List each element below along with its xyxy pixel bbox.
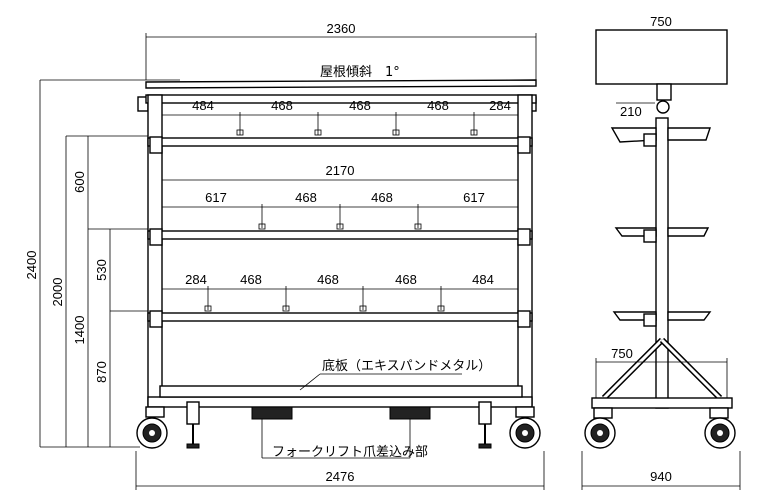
low-dim-4: 468 [395, 272, 417, 287]
dim-2000: 2000 [50, 278, 65, 307]
shelf-bar-top [147, 137, 533, 147]
mid-dim-3: 468 [371, 190, 393, 205]
low-dim-3: 468 [317, 272, 339, 287]
mid-dim-4: 617 [463, 190, 485, 205]
low-dim-1: 284 [185, 272, 207, 287]
top-dim-1: 484 [192, 98, 214, 113]
bottom-plate-note: 底板（エキスパンドメタル） [322, 358, 491, 374]
forklift-note: フォークリフト爪差込み部 [272, 445, 428, 460]
low-dim-5: 484 [472, 272, 494, 287]
side-left-caster [584, 407, 616, 449]
side-dim-210: 210 [620, 104, 642, 119]
side-base [591, 397, 733, 409]
dim-2400: 2400 [24, 251, 39, 280]
top-rail [145, 94, 537, 104]
side-roof-panel [595, 29, 728, 85]
right-caster [509, 406, 541, 449]
left-caster [136, 406, 168, 449]
roof-slope-label: 屋根傾斜 1° [320, 65, 400, 80]
top-dim-3: 468 [349, 98, 371, 113]
shelf-bar-lower [147, 312, 533, 322]
roof-panel [145, 79, 537, 89]
mid-dim-2: 468 [295, 190, 317, 205]
side-right-caster [704, 407, 736, 449]
dim-2476: 2476 [326, 469, 355, 484]
side-dim-750-legs: 750 [611, 346, 633, 361]
base-frame [147, 396, 533, 408]
dim-2170: 2170 [326, 163, 355, 178]
forklift-pocket-right [389, 406, 431, 420]
side-hook [656, 100, 670, 114]
low-dim-2: 468 [240, 272, 262, 287]
side-dim-750-top: 750 [650, 14, 672, 29]
top-dim-4: 468 [427, 98, 449, 113]
side-dim-940: 940 [650, 469, 672, 484]
dim-2360: 2360 [327, 21, 356, 36]
shelf-bar-middle [147, 230, 533, 240]
top-dim-5: 284 [489, 98, 511, 113]
side-mast [655, 117, 669, 409]
top-dim-2: 468 [271, 98, 293, 113]
forklift-pocket-left [251, 406, 293, 420]
dim-1400: 1400 [72, 316, 87, 345]
mid-dim-1: 617 [205, 190, 227, 205]
dim-600: 600 [72, 171, 87, 193]
dim-870: 870 [94, 361, 109, 383]
front-view: 2360 屋根傾斜 1° 484 468 468 468 284 [24, 21, 545, 490]
side-view: 750 210 750 [581, 14, 741, 490]
dim-530: 530 [94, 259, 109, 281]
